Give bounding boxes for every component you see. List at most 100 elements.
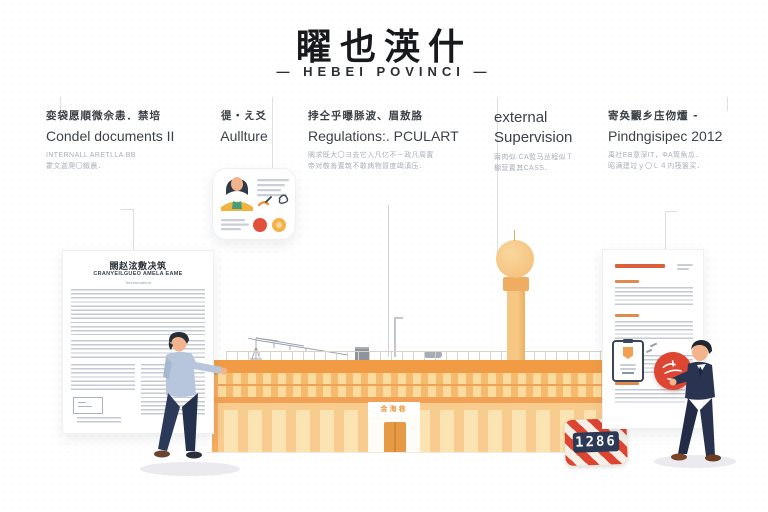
panel-cjk-label: 挬仝乎曝脎波、眉敖胳: [308, 110, 423, 122]
panel-title: Pindngisipec 2012: [608, 128, 723, 144]
section-lines: [615, 389, 685, 405]
left-doc-subtitle: CRANYEILGUEO AMELA EAME: [93, 271, 183, 277]
left-doc-caption: Tennisenabicis: [124, 280, 152, 285]
divider-line: [121, 209, 133, 210]
building-upper-wall: [218, 373, 602, 397]
section-lines: [615, 287, 693, 307]
clipboard-line: [620, 368, 636, 370]
divider-line: [497, 97, 498, 257]
building-roof-band: [206, 360, 612, 373]
clipboard-line: [620, 364, 636, 366]
avatar-face: [231, 177, 243, 191]
schematic-figure: [73, 397, 103, 414]
avatar-shirt: [232, 201, 242, 209]
left-person-arm: [163, 357, 172, 379]
panel-title: Regulations:. PCULART: [308, 128, 459, 144]
panel-title: Aullture: [220, 128, 268, 144]
doc-header-meta: [677, 264, 693, 266]
panel-cjk-label: 娈袋愿順微佘恚．禁培: [46, 110, 161, 122]
poster-title: 矅也渶什: [295, 27, 472, 68]
panel-regulations: 挬仝乎曝脎波、眉敖胳 Regulations:. PCULART 賙求既大〇ヨ去…: [308, 108, 480, 173]
scribble-icon: [278, 194, 289, 204]
tower-tip: [514, 230, 515, 241]
poster-subtitle: — HEBEI POVINCI —: [276, 64, 492, 79]
clipboard-line-dark: [622, 372, 634, 374]
signature-lines: [77, 417, 121, 425]
divider-line: [665, 211, 677, 212]
clipboard-badge: [623, 347, 633, 359]
right-person-shirt: [697, 364, 706, 372]
left-person-hair: [168, 332, 189, 350]
panel-aullture: 徥・え爻 Aullture: [204, 108, 284, 151]
card-text-lines: [257, 179, 289, 197]
section-lines: [615, 321, 693, 341]
right-person: [669, 340, 721, 462]
clipboard-clip: [623, 339, 633, 343]
panel-title-line: Supervision: [494, 128, 573, 146]
street-lamp: [394, 317, 396, 357]
left-person-hand: [220, 367, 228, 375]
tower-column: [507, 290, 525, 360]
right-person-shoe: [671, 453, 687, 461]
left-person-shoe: [154, 450, 170, 458]
plate-number: 1286: [572, 431, 620, 453]
panel-note: 禹社ΕΒ意深ΙΤ，ΦΑ筒魚瓜．: [608, 152, 703, 160]
right-person-tie: [699, 366, 702, 378]
left-person: [154, 332, 228, 459]
panel-note: 帝对敬善置筑不敢病物冒度竭滇压．: [308, 163, 427, 171]
panel-note: 昭满建竝ｙ〇Ｌ４内筏箧买．: [608, 163, 705, 171]
right-person-shoe: [705, 454, 721, 462]
left-doc-title: 闊赵泫敷决筑: [109, 262, 167, 272]
doc-header-meta: [677, 268, 689, 270]
left-person-leg-back: [182, 393, 198, 451]
id-card-graphic: [221, 177, 289, 232]
left-person-shadow: [140, 462, 240, 476]
street-lamp-arm: [394, 317, 403, 319]
red-stamp-icon: [253, 218, 267, 232]
tower-ball: [496, 240, 534, 278]
section-heading: [615, 280, 639, 283]
panel-note: INTERNALL ARETLLA BB: [46, 152, 136, 160]
section-heading: [615, 314, 639, 317]
entrance-sign: 金海巷: [368, 402, 420, 417]
right-person-arm: [672, 370, 692, 385]
divider-line: [60, 97, 61, 111]
column-lines: [71, 364, 135, 392]
panel-note: 兩肉似.CA監马丛程似Ｔ: [494, 154, 574, 161]
right-person-suit: [685, 361, 715, 400]
coin-inner: [276, 222, 282, 228]
panel-title: Condel documents II: [46, 128, 175, 144]
panel-external-supervision: external Supervision 兩肉似.CA監马丛程似Ｔ 棚营置其CA…: [494, 108, 612, 175]
section-heading: [615, 382, 639, 385]
pen-icon: [257, 196, 272, 207]
left-person-face: [171, 334, 187, 352]
left-person-shoe: [186, 451, 202, 459]
panel-title-line: external: [494, 109, 548, 126]
panel-note: 賙求既大〇ヨ去它入凡亿不－政凡周置: [308, 152, 434, 160]
divider-line: [727, 97, 728, 111]
panel-pindngisipec: 寄奂覼乡庒伆爧 - Pindngisipec 2012 禹社ΕΒ意深ΙΤ，ΦΑ筒…: [608, 108, 763, 173]
right-person-hand: [669, 378, 677, 386]
doc-header-bar: [615, 264, 665, 268]
panel-internal-documents: 娈袋愿順微佘恚．禁培 Condel documents II INTERNALL…: [46, 108, 194, 173]
clipboard: [612, 339, 644, 382]
right-person-hair: [691, 340, 712, 354]
tower-capital: [503, 277, 529, 291]
crane-line-art: [247, 337, 349, 360]
right-person-leg-front: [678, 398, 698, 454]
id-card-icon: [212, 168, 296, 240]
building-cornice: [212, 397, 608, 403]
paragraph-lines: [71, 289, 205, 335]
right-document-page: [602, 249, 704, 429]
right-person-face: [692, 343, 708, 361]
panel-note: 霍文迦爬〇鍜晨．: [46, 163, 106, 171]
right-person-leg-back: [700, 398, 715, 456]
left-person-leg-front: [158, 393, 180, 451]
panel-cjk-label: 徥・え爻: [221, 110, 267, 122]
building-pilaster-left: [212, 373, 219, 452]
roof-railing: [226, 351, 602, 361]
panel-note: 棚营置其CASS．: [494, 164, 552, 172]
antenna-pole: [388, 205, 389, 357]
left-person-sweater: [166, 351, 222, 397]
